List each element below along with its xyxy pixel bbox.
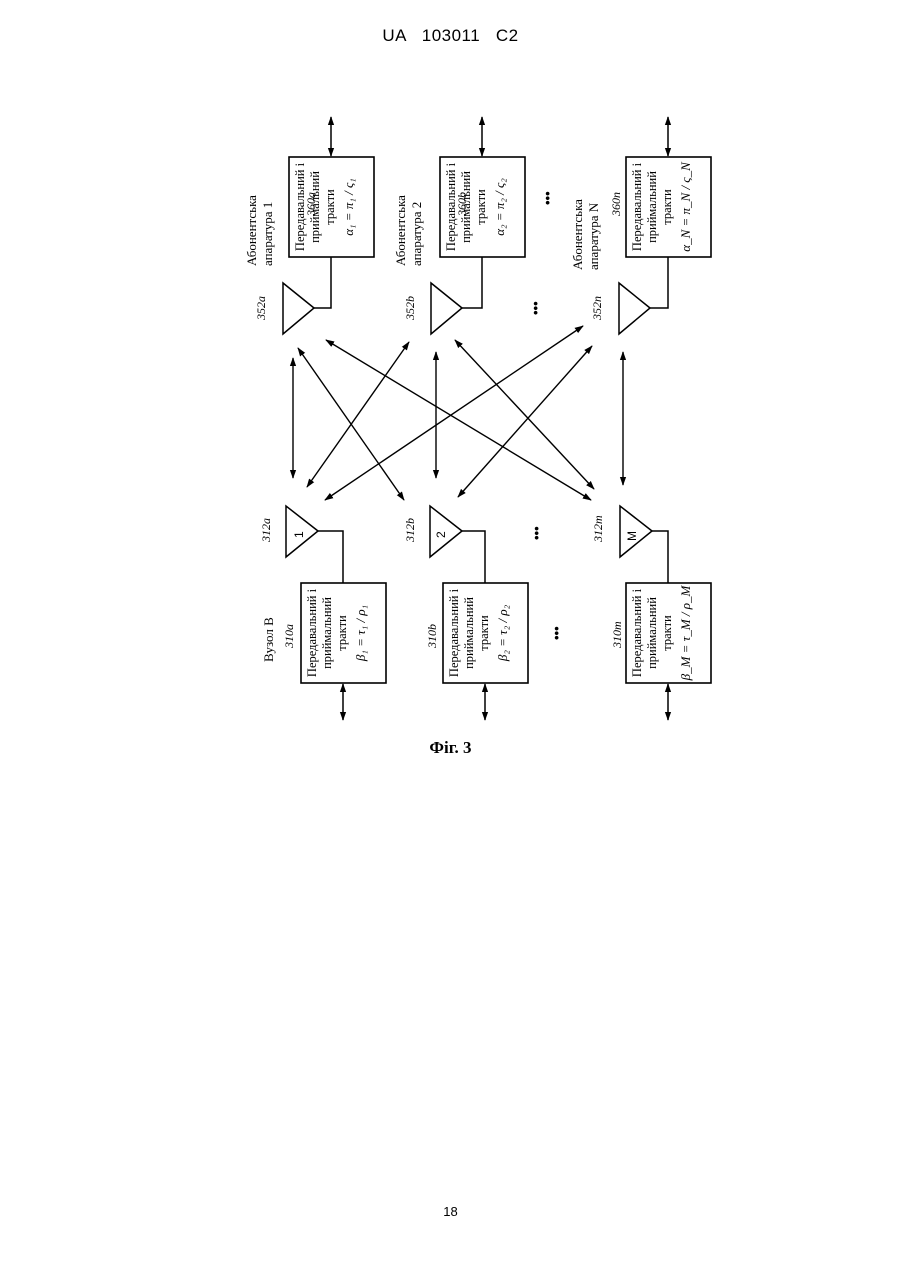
block-formula: β_M = τ_M / ρ_M xyxy=(678,584,693,681)
svg-text:Абонентська: Абонентська xyxy=(393,195,408,266)
ellipsis-antennas-top: ••• xyxy=(528,301,543,315)
antenna-352n xyxy=(619,257,668,334)
block-formula: α₂ = π₂ / ς₂ xyxy=(492,178,507,236)
block-line-3: тракти xyxy=(474,189,488,225)
ellipsis-top: ••• xyxy=(540,191,555,205)
block-line-1: Передавальний і xyxy=(630,588,644,677)
block-line-3: тракти xyxy=(477,615,491,651)
ref-360a: 360a xyxy=(304,192,318,217)
figure-caption: Фіг. 3 xyxy=(0,738,901,758)
ref-310a: 310a xyxy=(282,624,296,649)
block-line-3: тракти xyxy=(660,615,674,651)
terminal-label-1: Абонентська апаратура 1 xyxy=(244,195,275,266)
antenna-352a xyxy=(283,257,331,334)
antenna-312m: M xyxy=(620,506,668,583)
block-line-2: приймальний xyxy=(645,171,659,243)
ref-360b: 360b xyxy=(455,192,469,217)
block-formula: β₂ = τ₂ / ρ₂ xyxy=(495,604,510,662)
block-line-2: приймальний xyxy=(645,597,659,669)
antenna-label-1: 1 xyxy=(292,531,306,538)
ref-312b: 312b xyxy=(403,518,417,543)
svg-text:апаратура 1: апаратура 1 xyxy=(260,202,275,266)
antenna-312b: 2 xyxy=(430,506,485,583)
svg-text:апаратура N: апаратура N xyxy=(586,202,601,270)
ref-310m: 310m xyxy=(610,621,624,649)
svg-text:Абонентська: Абонентська xyxy=(570,199,585,270)
svg-text:Абонентська: Абонентська xyxy=(244,195,259,266)
antenna-label-m: M xyxy=(625,531,639,541)
ellipsis-bottom: ••• xyxy=(549,626,564,640)
block-line-3: тракти xyxy=(323,189,337,225)
terminal-block-2: Передавальний і приймальний тракти α₂ = … xyxy=(440,157,525,257)
wireless-channel-links xyxy=(293,326,623,500)
ref-352b: 352b xyxy=(403,296,417,321)
access-point-block-1: Передавальний і приймальний тракти β₁ = … xyxy=(301,583,386,683)
svg-text:апаратура 2: апаратура 2 xyxy=(409,202,424,266)
ref-312m: 312m xyxy=(591,515,605,543)
ref-352a: 352a xyxy=(254,296,268,321)
antenna-label-2: 2 xyxy=(434,531,448,538)
access-point-block-m: Передавальний і приймальний тракти β_M =… xyxy=(626,583,711,683)
block-formula: α_N = π_N / ς_N xyxy=(678,161,693,252)
block-line-1: Передавальний і xyxy=(630,162,644,251)
block-line-3: тракти xyxy=(335,615,349,651)
page-number: 18 xyxy=(0,1204,901,1219)
antenna-312a: 1 xyxy=(286,506,343,583)
terminal-block-1: Передавальний і приймальний тракти α₁ = … xyxy=(289,157,374,257)
block-formula: β₁ = τ₁ / ρ₁ xyxy=(353,605,368,662)
block-line-1: Передавальний і xyxy=(305,588,319,677)
ref-352n: 352n xyxy=(590,296,604,321)
node-label: Вузол В xyxy=(261,617,276,662)
ellipsis-antennas-bottom: ••• xyxy=(529,526,544,540)
antenna-352b xyxy=(431,257,482,334)
ref-310b: 310b xyxy=(425,624,439,649)
access-point-block-2: Передавальний і приймальний тракти β₂ = … xyxy=(443,583,528,683)
ref-360n: 360n xyxy=(609,192,623,217)
block-line-3: тракти xyxy=(660,189,674,225)
block-line-2: приймальний xyxy=(462,597,476,669)
block-line-2: приймальний xyxy=(320,597,334,669)
terminal-block-n: Передавальний і приймальний тракти α_N =… xyxy=(626,157,711,257)
block-formula: α₁ = π₁ / ς₁ xyxy=(341,178,356,236)
terminal-label-2: Абонентська апаратура 2 xyxy=(393,195,424,266)
block-line-1: Передавальний і xyxy=(447,588,461,677)
ref-312a: 312a xyxy=(259,518,273,543)
terminal-label-n: Абонентська апаратура N xyxy=(570,199,601,270)
